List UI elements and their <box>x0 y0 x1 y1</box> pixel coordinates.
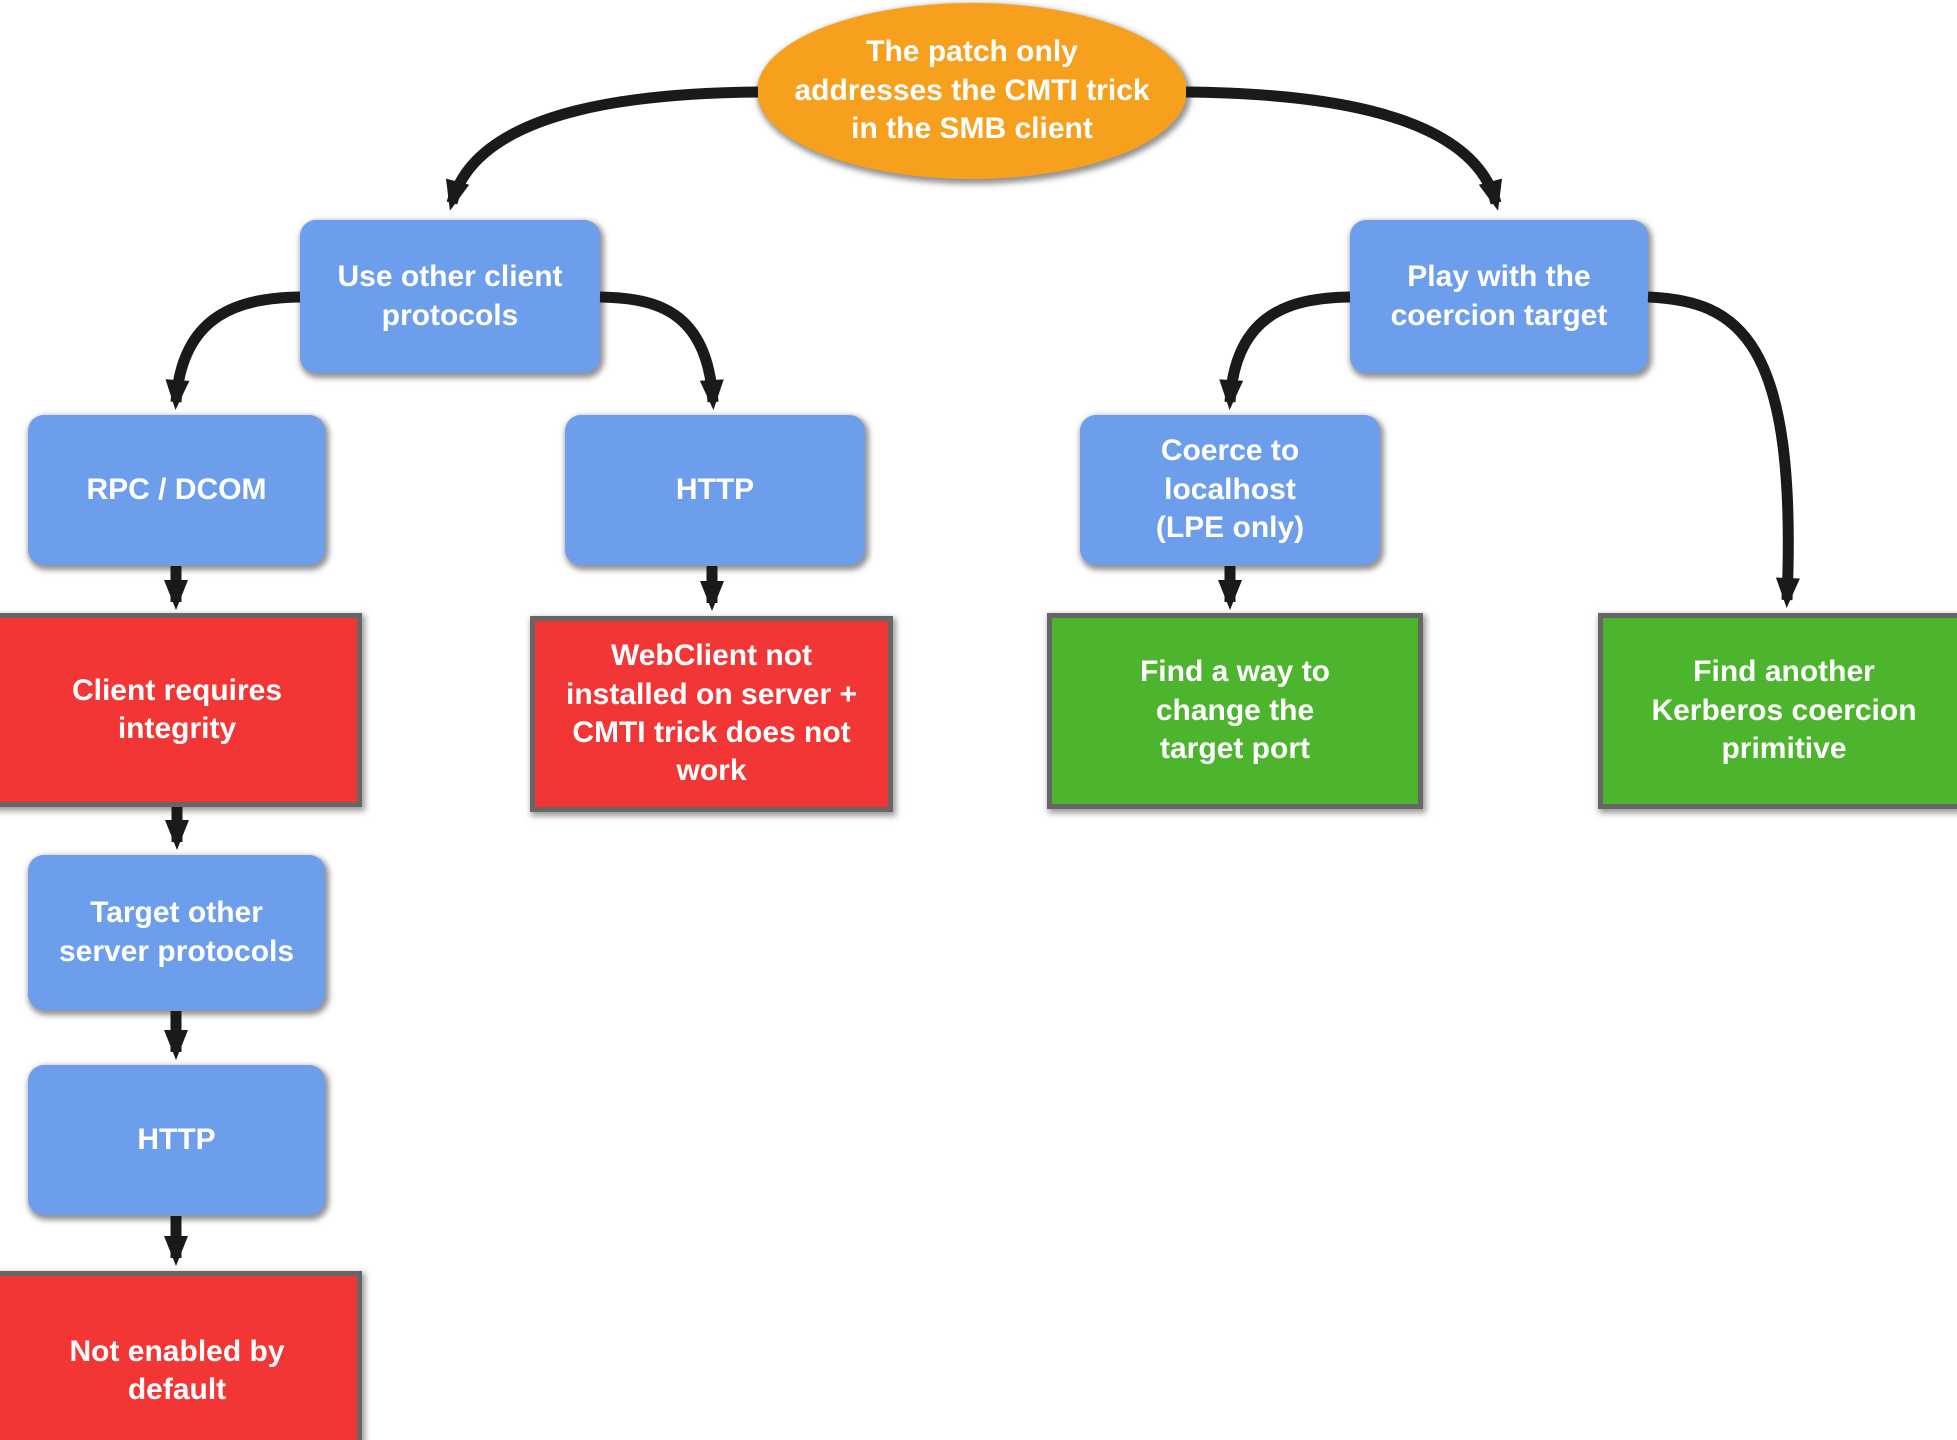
node-target-other-server-protocols: Target other server protocols <box>28 855 325 1010</box>
node-root-patch-scope: The patch only addresses the CMTI trick … <box>757 3 1187 179</box>
node-webclient-not-installed: WebClient not installed on server + CMTI… <box>530 616 893 812</box>
node-not-enabled-by-default: Not enabled by default <box>0 1271 362 1440</box>
node-find-kerberos-coercion: Find another Kerberos coercion primitive <box>1598 613 1957 809</box>
node-http-client-protocol: HTTP <box>565 415 865 565</box>
arrow-root-to-use-other <box>446 86 759 211</box>
node-play-with-coercion-target: Play with the coercion target <box>1350 220 1648 373</box>
node-coerce-to-localhost: Coerce to localhost (LPE only) <box>1080 415 1380 565</box>
arrow-root-to-play-with <box>1185 86 1502 211</box>
arrow-use-other-to-http <box>599 291 724 410</box>
node-find-change-target-port: Find a way to change the target port <box>1047 613 1423 809</box>
node-http-server-protocol: HTTP <box>28 1065 325 1215</box>
node-client-requires-integrity: Client requires integrity <box>0 613 362 807</box>
arrow-play-with-to-kerberos <box>1647 291 1800 608</box>
node-rpc-dcom: RPC / DCOM <box>28 415 325 565</box>
arrow-play-with-to-coerce <box>1219 291 1351 410</box>
arrow-use-other-to-rpc-dcom <box>165 291 301 410</box>
node-use-other-client-protocols: Use other client protocols <box>300 220 600 373</box>
